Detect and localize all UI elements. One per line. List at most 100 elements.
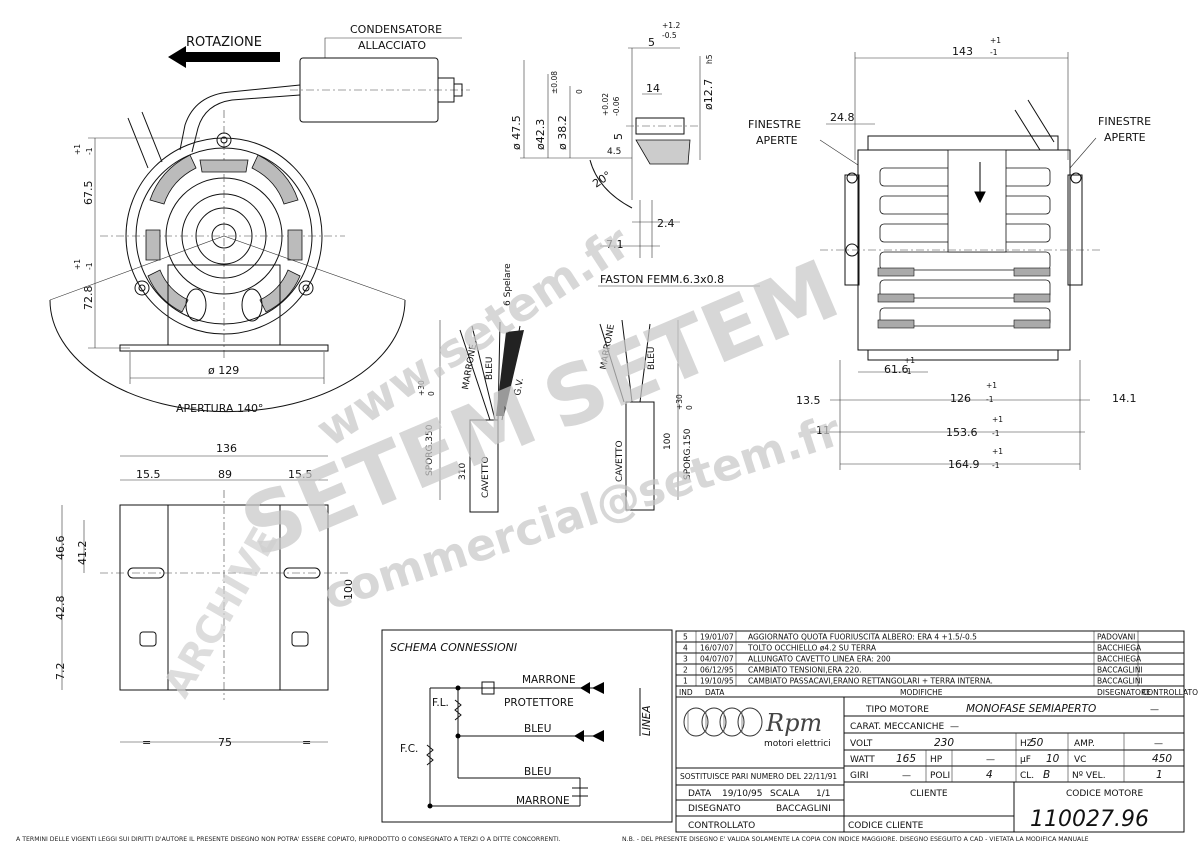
schema-bleu-mid: BLEU: [524, 723, 551, 735]
front-view: ROTAZIONE CONDENSATORE ALLACCIATO: [49, 23, 470, 415]
dim-72-8: 72.8: [82, 286, 95, 311]
sporg-150-tol-up: +30: [675, 394, 684, 410]
disegnato-value: BACCAGLINI: [776, 804, 831, 814]
logo-sub: motori elettrici: [764, 739, 831, 749]
dim-153-6: 153.6: [946, 426, 978, 439]
dim-dia-42-3-tol: ±0.08: [550, 71, 559, 94]
dim-72-8-tol-up: +1: [73, 259, 82, 270]
dim-dia-38-2: ø 38.2: [556, 115, 569, 150]
dim-67-5: 67.5: [82, 181, 95, 206]
cavetto-1: CAVETTO: [481, 456, 491, 498]
dim-46-6: 46.6: [54, 536, 67, 561]
schema-protettore: PROTETTORE: [504, 697, 574, 709]
dim-4-5: 4.5: [607, 147, 621, 157]
dim-61-6-tol-dn: -1: [904, 367, 912, 376]
vc-label: VC: [1074, 755, 1086, 765]
uf-value: 10: [1046, 753, 1060, 765]
dim-5-top-tol-up: +1.2: [662, 21, 680, 30]
dim-100: 100: [342, 579, 355, 600]
rotation-arrow-icon: [168, 46, 280, 68]
codice-cliente-label: CODICE CLIENTE: [848, 821, 924, 831]
schema-marrone-top: MARRONE: [522, 674, 576, 686]
controllato-label: CONTROLLATO: [688, 821, 755, 831]
dim-15-5-right: 15.5: [288, 468, 313, 481]
revision-date: 19/01/07: [700, 633, 734, 642]
revision-index: 3: [683, 655, 688, 664]
dim-dia-129: ø 129: [208, 364, 239, 377]
scala-value: 1/1: [816, 789, 830, 799]
dim-dia-38-2-tol: 0: [575, 89, 584, 94]
dim-24-8: 24.8: [830, 111, 855, 124]
giri-value: —: [902, 771, 911, 781]
rpm-logo: Rpm motori elettrici: [683, 707, 831, 749]
tipo-motore-value: MONOFASE SEMIAPERTO: [966, 703, 1096, 715]
connection-schema: SCHEMA CONNESSIONI MARRONE PROTETTORE BL…: [381, 629, 673, 823]
dim-61-6: 61.6: [884, 363, 909, 376]
dim-164-9-tol-dn: -1: [992, 461, 1000, 470]
revision-author: PADOVANI: [1097, 633, 1135, 642]
disegnato-label: DISEGNATO: [688, 804, 741, 814]
title-block: Rpm motori elettrici TIPO MOTORE MONOFAS…: [675, 696, 1185, 833]
dim-5-top-tol-dn: -0.5: [662, 31, 677, 40]
capacitor-label-2: ALLACCIATO: [358, 39, 426, 52]
dim-126: 126: [950, 392, 971, 405]
hz-value: 50: [1030, 737, 1044, 749]
volt-value: 230: [934, 737, 954, 749]
sostituisce: SOSTITUISCE PARI NUMERO DEL 22/11/91: [680, 772, 837, 781]
dim-164-9-tol-up: +1: [992, 447, 1003, 456]
dim-dia-42-3: ø42.3: [534, 119, 547, 150]
nvel-value: 1: [1156, 769, 1163, 781]
dim-126-tol-dn: -1: [986, 395, 994, 404]
dim-143: 143: [952, 45, 973, 58]
cl-value: B: [1043, 769, 1050, 781]
dim-7-1: 7.1: [606, 238, 624, 251]
dim-11: 11: [816, 424, 830, 437]
revision-text: AGGIORNATO QUOTA FUORIUSCITA ALBERO: ERA…: [748, 633, 977, 642]
dim-dia-12-7-tol: h5: [705, 54, 714, 64]
cavetto-2: CAVETTO: [615, 440, 625, 482]
rev-header-ind: IND: [679, 688, 693, 697]
schema-linea: LINEA: [641, 705, 653, 736]
amp-label: AMP.: [1074, 739, 1095, 749]
footer-right: N.B. - DEL PRESENTE DISEGNO E' VALIDA SO…: [622, 836, 1089, 843]
revision-index: 2: [683, 666, 688, 675]
nvel-label: Nº VEL.: [1072, 771, 1106, 781]
dim-14: 14: [646, 82, 660, 95]
revision-text: ALLUNGATO CAVETTO LINEA ERA: 200: [748, 655, 891, 664]
codice-motore-label: CODICE MOTORE: [1066, 789, 1143, 799]
dim-153-6-tol-up: +1: [992, 415, 1003, 424]
dim-dia-12-7: ø12.7: [702, 79, 715, 110]
amp-value: —: [1154, 739, 1163, 749]
rev-header-controllato: CONTROLLATO: [1142, 688, 1198, 697]
dim-42-8: 42.8: [54, 596, 67, 621]
dim-41-2: 41.2: [76, 541, 89, 566]
windows-right-1: FINESTRE: [1098, 115, 1151, 128]
revision-author: BACCAGLINI: [1097, 666, 1143, 675]
tipo-motore-extra: —: [1150, 705, 1159, 715]
poli-value: 4: [986, 769, 993, 781]
len-310: 310: [458, 463, 468, 480]
schema-fc: F.C.: [400, 743, 418, 755]
wire-leads: FASTON FEMM.6.3x0.8 6 Spelare MARRONE BL…: [417, 263, 760, 513]
codice-motore-value: 110027.96: [1030, 807, 1149, 832]
dim-164-9: 164.9: [948, 458, 980, 471]
revision-date: 16/07/07: [700, 644, 734, 653]
rev-header-disegnatore: DISEGNATORE: [1097, 688, 1151, 697]
schema-fl: F.L.: [432, 697, 449, 709]
vc-value: 450: [1152, 753, 1172, 765]
dim-153-6-tol-dn: -1: [992, 429, 1000, 438]
opening-label: APERTURA 140°: [176, 402, 263, 415]
dim-14-1: 14.1: [1112, 392, 1137, 405]
revision-text: CAMBIATO TENSIONI,ERA 220.: [748, 666, 862, 675]
faston-label: FASTON FEMM.6.3x0.8: [600, 273, 724, 286]
windows-right-2: APERTE: [1104, 131, 1146, 144]
revision-date: 19/10/95: [700, 677, 734, 686]
strip-label: 6 Spelare: [503, 263, 513, 306]
schema-title: SCHEMA CONNESSIONI: [390, 641, 517, 654]
volt-label: VOLT: [850, 739, 873, 749]
data-value: 19/10/95: [722, 789, 762, 799]
dim-eq-2: =: [302, 736, 311, 749]
dim-5-shaft-tol-up: +0.02: [601, 93, 610, 116]
